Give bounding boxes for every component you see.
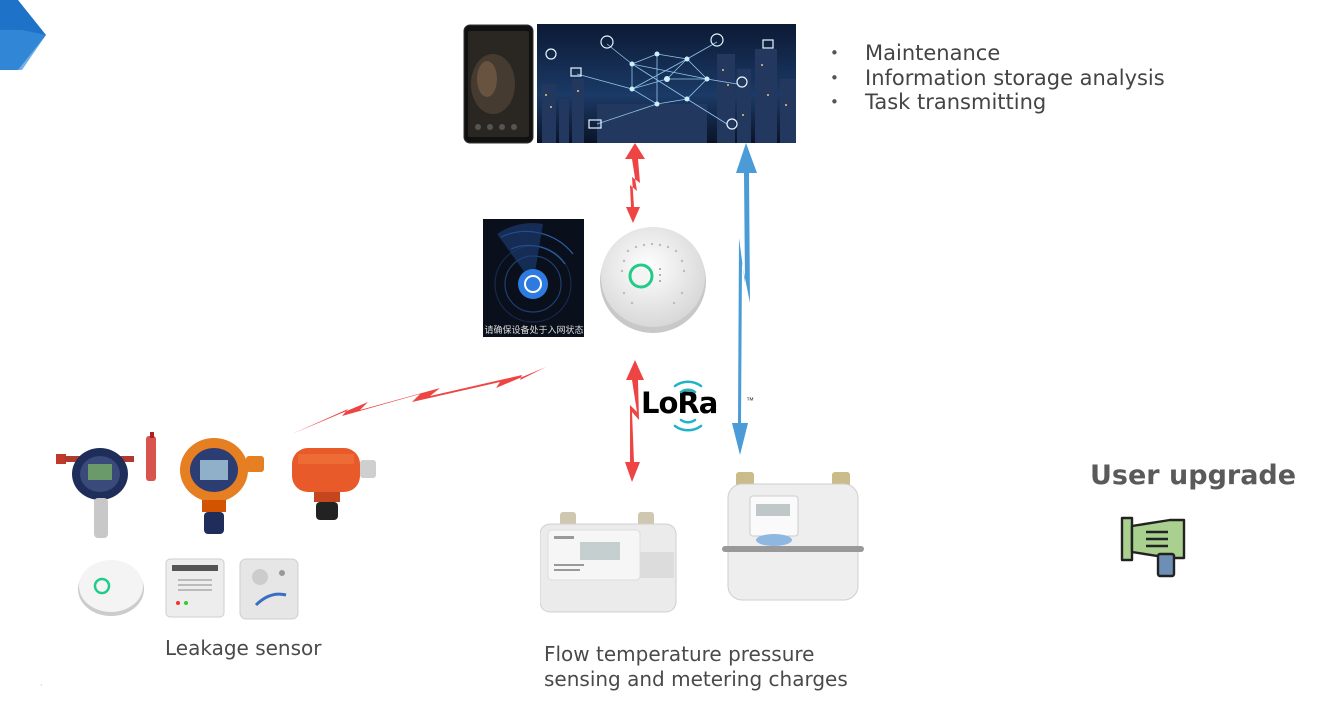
leakage-sensor-caption: Leakage sensor — [165, 636, 322, 660]
feature-list: Maintenance Information storage analysis… — [828, 41, 1165, 115]
gas-meter-image — [540, 512, 677, 613]
smartphone-image — [463, 24, 534, 144]
gas-detector-image — [165, 558, 225, 618]
red-bidirectional-arrow-bottom — [625, 360, 644, 482]
feature-item: Task transmitting — [828, 90, 1165, 115]
flow-metering-caption: Flow temperature pressure sensing and me… — [544, 642, 848, 692]
gas-detector-image — [180, 438, 264, 534]
gas-detector-image — [239, 558, 299, 620]
megaphone-icon — [1120, 516, 1186, 578]
corner-chevron-icon — [0, 0, 46, 70]
lora-wave-icon — [673, 380, 703, 432]
flow-caption-line: Flow temperature pressure — [544, 642, 815, 666]
footer-mark: , — [40, 678, 43, 687]
blue-bidirectional-arrow — [732, 143, 757, 455]
app-connect-screen — [483, 219, 584, 337]
feature-item: Maintenance — [828, 41, 1165, 66]
feature-item: Information storage analysis — [828, 66, 1165, 91]
gas-meter-image — [722, 472, 864, 601]
gas-detector-image — [56, 432, 156, 538]
user-upgrade-title: User upgrade — [1090, 460, 1297, 491]
gas-detector-image — [292, 448, 376, 520]
gas-detector-image — [78, 560, 144, 616]
network-city-image — [537, 24, 796, 143]
red-bidirectional-arrow-left — [292, 367, 546, 434]
lora-trademark: ™ — [746, 396, 754, 405]
gateway-device-image — [600, 227, 706, 333]
app-screen-caption: 请确保设备处于入网状态 — [484, 325, 584, 335]
flow-caption-line: sensing and metering charges — [544, 667, 848, 691]
red-bidirectional-arrow-top — [625, 143, 645, 223]
lora-logo: LoRa — [641, 386, 718, 420]
